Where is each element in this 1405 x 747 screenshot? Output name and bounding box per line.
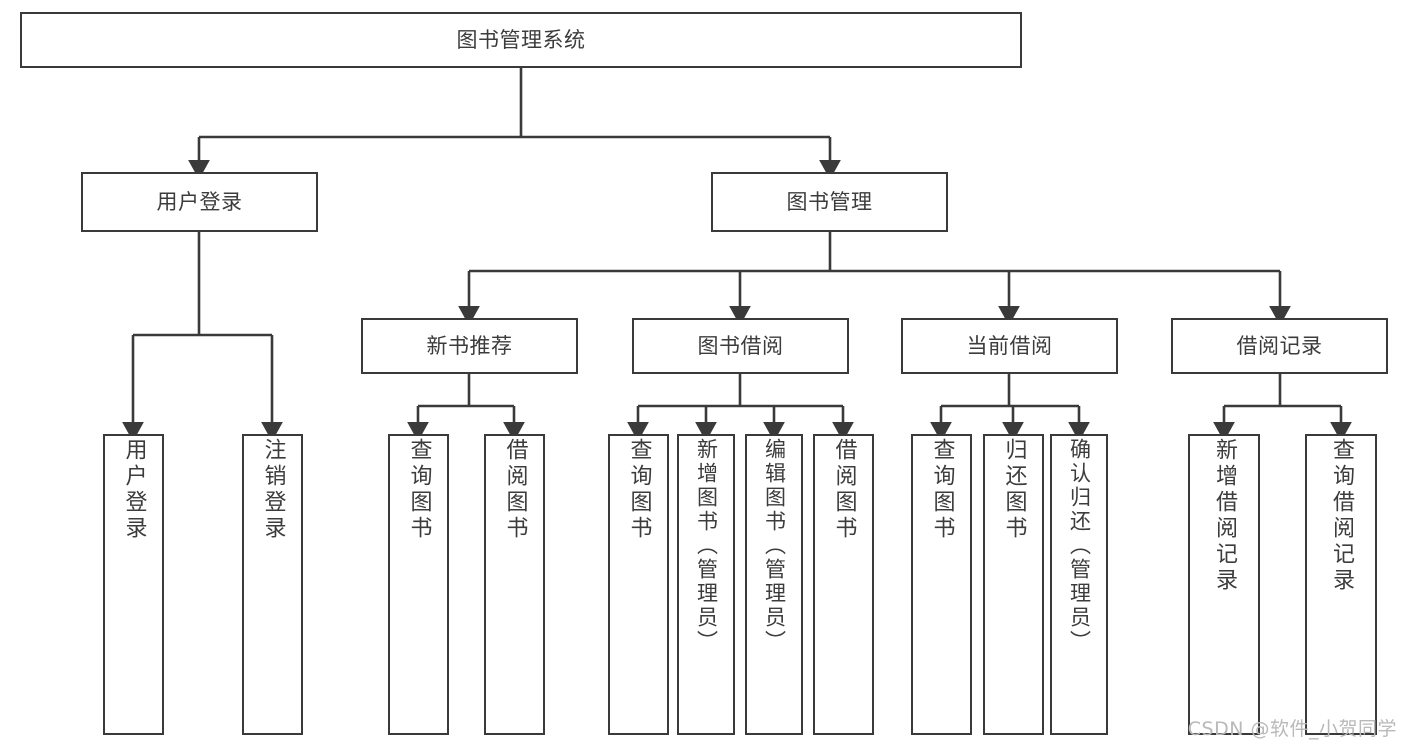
edge-user-login-to-leaves [122, 232, 283, 442]
node-leaf-add-borrow-record-label: 新增借阅记录 [1212, 438, 1237, 594]
node-current-borrowing-label: 当前借阅 [966, 333, 1053, 358]
node-borrowing-records[interactable]: 借阅记录 [1171, 318, 1388, 374]
node-leaf-query-books-borrowing[interactable]: 查询图书 [608, 434, 669, 735]
edge-book-mgmt-to-level2 [458, 232, 1291, 326]
node-leaf-confirm-return-admin[interactable]: 确认归还（管理员） [1050, 434, 1108, 735]
node-leaf-query-books-borrowing-label: 查询图书 [626, 438, 652, 542]
node-leaf-edit-book-admin-label: 编辑图书（管理员） [762, 438, 787, 654]
node-leaf-borrow-books-recommend[interactable]: 借阅图书 [484, 434, 545, 735]
node-leaf-query-books-current-label: 查询图书 [929, 438, 955, 542]
edge-records-to-leaves [1213, 374, 1352, 442]
edge-new-book-to-leaves [407, 374, 525, 442]
node-book-management-label: 图书管理 [786, 189, 873, 214]
node-leaf-edit-book-admin[interactable]: 编辑图书（管理员） [745, 434, 803, 735]
node-leaf-query-borrow-record-label: 查询借阅记录 [1329, 438, 1354, 594]
node-leaf-query-books-current[interactable]: 查询图书 [911, 434, 972, 735]
node-leaf-borrow-books-label: 借阅图书 [831, 438, 857, 542]
node-leaf-return-books[interactable]: 归还图书 [983, 434, 1044, 735]
node-leaf-confirm-return-admin-label: 确认归还（管理员） [1067, 438, 1092, 654]
node-book-borrowing[interactable]: 图书借阅 [632, 318, 849, 374]
node-leaf-add-book-admin[interactable]: 新增图书（管理员） [677, 434, 735, 735]
node-leaf-logout[interactable]: 注销登录 [242, 434, 303, 735]
node-leaf-add-borrow-record[interactable]: 新增借阅记录 [1188, 434, 1260, 735]
node-leaf-return-books-label: 归还图书 [1001, 438, 1027, 542]
watermark: CSDN @软件_小贺同学 [1187, 718, 1397, 740]
edge-root-to-level1 [188, 68, 841, 180]
node-book-borrowing-label: 图书借阅 [697, 333, 784, 358]
node-new-book-recommendation[interactable]: 新书推荐 [361, 318, 578, 374]
node-new-book-recommendation-label: 新书推荐 [426, 333, 513, 358]
node-user-login[interactable]: 用户登录 [81, 172, 318, 232]
node-leaf-add-book-admin-label: 新增图书（管理员） [694, 438, 719, 654]
node-leaf-user-login-label: 用户登录 [121, 438, 147, 542]
node-user-login-label: 用户登录 [156, 189, 243, 214]
node-root-system-label: 图书管理系统 [456, 27, 586, 52]
edge-borrow-to-leaves [627, 374, 854, 442]
node-root-system[interactable]: 图书管理系统 [20, 12, 1022, 68]
node-book-management[interactable]: 图书管理 [711, 172, 948, 232]
node-current-borrowing[interactable]: 当前借阅 [901, 318, 1118, 374]
node-leaf-query-books-recommend[interactable]: 查询图书 [388, 434, 449, 735]
node-leaf-borrow-books-recommend-label: 借阅图书 [502, 438, 528, 542]
node-leaf-query-borrow-record[interactable]: 查询借阅记录 [1305, 434, 1377, 735]
node-leaf-query-books-recommend-label: 查询图书 [406, 438, 432, 542]
node-borrowing-records-label: 借阅记录 [1236, 333, 1323, 358]
edge-current-borrow-to-leaves [930, 374, 1090, 442]
node-leaf-logout-label: 注销登录 [260, 438, 286, 542]
node-leaf-user-login[interactable]: 用户登录 [103, 434, 164, 735]
node-leaf-borrow-books[interactable]: 借阅图书 [813, 434, 874, 735]
